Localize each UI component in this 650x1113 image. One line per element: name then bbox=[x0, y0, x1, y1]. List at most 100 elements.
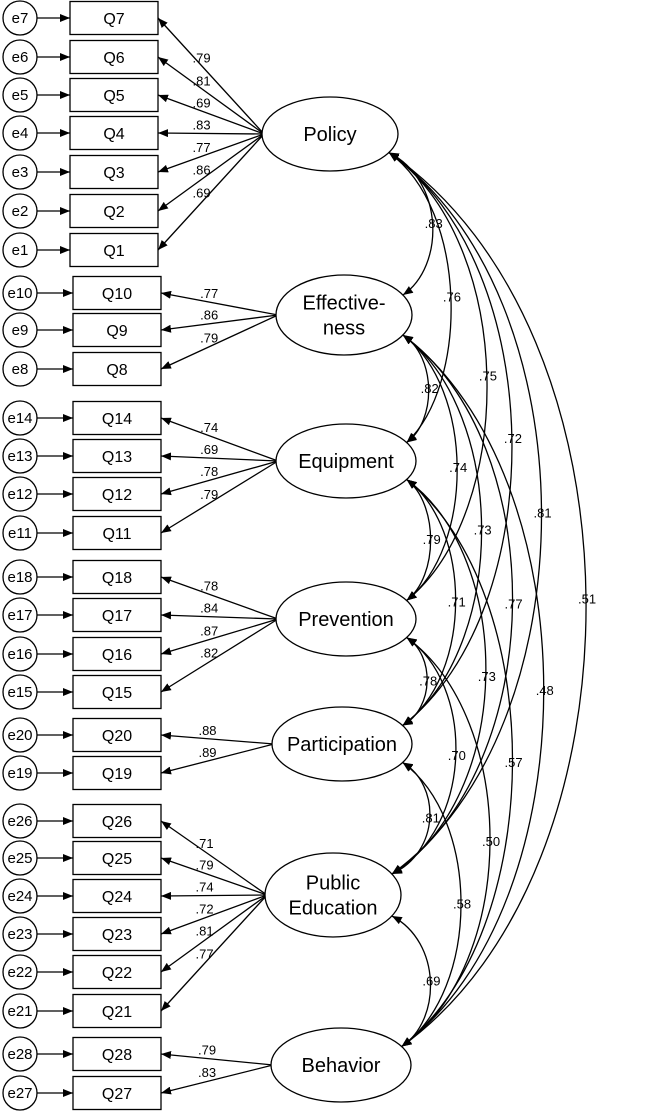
loading-arrow-Q14 bbox=[160, 417, 279, 462]
correlation-label-equipment-behavior: .57 bbox=[504, 755, 522, 770]
loading-label-Q17: .84 bbox=[200, 601, 218, 616]
correlation-label-policy-prevention: .75 bbox=[479, 369, 497, 384]
correlation-label-effectiveness-participation: .73 bbox=[474, 522, 492, 537]
indicator-box-Q17 bbox=[72, 597, 162, 633]
correlation-arc-effectiveness-prevention bbox=[402, 334, 458, 602]
latent-participation bbox=[271, 706, 413, 782]
correlation-arc-effectiveness-participation bbox=[402, 334, 483, 727]
loading-arrow-Q4 bbox=[157, 129, 265, 138]
indicator-label-Q26: Q26 bbox=[102, 814, 132, 831]
correlation-label-policy-participation: .72 bbox=[504, 431, 522, 446]
error-term-e3 bbox=[2, 154, 38, 190]
indicator-box-Q6 bbox=[69, 39, 159, 75]
loading-arrow-Q22 bbox=[160, 894, 268, 973]
error-label-e3: e3 bbox=[12, 164, 29, 181]
loading-label-Q12: .78 bbox=[200, 464, 218, 479]
correlation-label-effectiveness-behavior: .48 bbox=[536, 683, 554, 698]
error-label-e14: e14 bbox=[7, 410, 32, 427]
error-term-e7 bbox=[2, 0, 38, 36]
latent-label-effectiveness: Effective- bbox=[303, 293, 386, 315]
loading-label-Q14: .74 bbox=[200, 420, 218, 435]
correlation-arc-prevention-publiceducation bbox=[391, 636, 457, 875]
latent-effectiveness bbox=[275, 274, 413, 356]
loading-arrow-Q3 bbox=[157, 133, 265, 173]
indicator-box-Q10 bbox=[72, 275, 162, 311]
indicator-box-Q14 bbox=[72, 400, 162, 436]
correlation-label-effectiveness-prevention: .74 bbox=[449, 460, 467, 475]
correlation-arc-effectiveness-behavior bbox=[401, 334, 545, 1048]
error-term-e24 bbox=[2, 878, 38, 914]
indicator-box-Q5 bbox=[69, 77, 159, 113]
latent-label-effectiveness: ness bbox=[323, 318, 365, 340]
indicator-box-Q19 bbox=[72, 755, 162, 791]
indicator-label-Q15: Q15 bbox=[102, 685, 132, 702]
latent-publiceducation bbox=[264, 852, 402, 938]
indicator-box-Q4 bbox=[69, 115, 159, 151]
error-term-e28 bbox=[2, 1036, 38, 1072]
loading-arrow-Q13 bbox=[160, 452, 279, 462]
error-label-e9: e9 bbox=[12, 322, 29, 339]
error-term-e25 bbox=[2, 840, 38, 876]
indicator-label-Q12: Q12 bbox=[102, 487, 132, 504]
error-label-e8: e8 bbox=[12, 361, 29, 378]
latent-equipment bbox=[275, 423, 417, 499]
latent-policy bbox=[261, 96, 399, 172]
correlation-label-effectiveness-equipment: .82 bbox=[421, 381, 439, 396]
loading-label-Q24: .74 bbox=[196, 880, 214, 895]
error-label-e20: e20 bbox=[7, 727, 32, 744]
correlation-label-participation-publiceducation: .81 bbox=[422, 810, 440, 825]
loading-arrow-Q12 bbox=[160, 460, 279, 496]
error-term-e17 bbox=[2, 597, 38, 633]
correlation-label-policy-publiceducation: .81 bbox=[534, 505, 552, 520]
latent-behavior bbox=[270, 1027, 412, 1103]
error-term-e5 bbox=[2, 77, 38, 113]
error-label-e2: e2 bbox=[12, 203, 29, 220]
indicator-box-Q27 bbox=[72, 1075, 162, 1111]
loading-label-Q3: .77 bbox=[193, 140, 211, 155]
error-term-e8 bbox=[2, 351, 38, 387]
indicator-box-Q13 bbox=[72, 438, 162, 474]
error-label-e24: e24 bbox=[7, 888, 32, 905]
loading-label-Q27: .83 bbox=[198, 1065, 216, 1080]
loading-label-Q15: .82 bbox=[200, 645, 218, 660]
loading-arrow-Q8 bbox=[160, 314, 279, 370]
loading-arrow-Q2 bbox=[157, 133, 265, 212]
error-label-e21: e21 bbox=[7, 1003, 32, 1020]
indicator-label-Q17: Q17 bbox=[102, 608, 132, 625]
latent-label-prevention: Prevention bbox=[298, 609, 394, 631]
loading-arrow-Q16 bbox=[160, 618, 279, 655]
indicator-label-Q16: Q16 bbox=[102, 647, 132, 664]
indicator-box-Q25 bbox=[72, 840, 162, 876]
error-label-e7: e7 bbox=[12, 10, 29, 27]
correlation-arc-policy-participation bbox=[388, 151, 513, 727]
loading-arrow-Q6 bbox=[157, 56, 265, 135]
latent-prevention bbox=[275, 581, 417, 657]
error-label-e11: e11 bbox=[8, 525, 32, 542]
error-label-e25: e25 bbox=[7, 850, 32, 867]
loading-arrow-Q24 bbox=[160, 891, 268, 900]
correlation-label-publiceducation-behavior: .69 bbox=[422, 973, 440, 988]
correlation-arc-equipment-participation bbox=[402, 478, 457, 727]
indicator-label-Q19: Q19 bbox=[102, 766, 132, 783]
loading-label-Q23: .72 bbox=[196, 902, 214, 917]
error-label-e15: e15 bbox=[7, 684, 32, 701]
error-term-e11 bbox=[2, 515, 38, 551]
latent-label-equipment: Equipment bbox=[298, 451, 394, 473]
loading-arrow-Q9 bbox=[160, 314, 279, 333]
loading-arrow-Q1 bbox=[157, 133, 265, 251]
error-label-e13: e13 bbox=[7, 448, 32, 465]
latent-label-publiceducation: Public bbox=[306, 873, 360, 895]
indicator-box-Q2 bbox=[69, 193, 159, 229]
indicator-box-Q22 bbox=[72, 954, 162, 990]
indicator-label-Q18: Q18 bbox=[102, 570, 132, 587]
indicator-label-Q11: Q11 bbox=[102, 526, 131, 543]
latent-label-policy: Policy bbox=[303, 124, 356, 146]
loading-arrow-Q18 bbox=[160, 576, 279, 620]
error-term-e16 bbox=[2, 636, 38, 672]
error-term-e21 bbox=[2, 993, 38, 1029]
loading-label-Q7: .79 bbox=[193, 51, 211, 66]
indicator-label-Q21: Q21 bbox=[102, 1004, 132, 1021]
latent-label-behavior: Behavior bbox=[302, 1055, 381, 1077]
indicator-label-Q10: Q10 bbox=[102, 286, 132, 303]
